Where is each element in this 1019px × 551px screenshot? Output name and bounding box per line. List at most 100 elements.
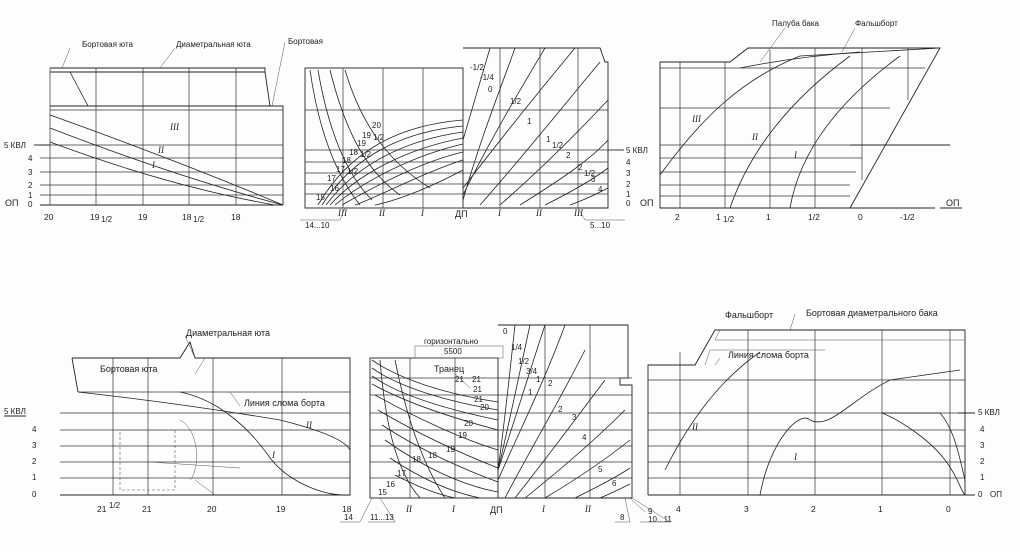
bp2-buttock-1-fwd: I <box>541 504 546 514</box>
label-bortovaya-diametralnogo-baka: Бортовая диаметрального бака <box>806 308 938 318</box>
label-bortovaya: Бортовая <box>288 37 323 46</box>
bow2-level-3: 3 <box>980 441 985 450</box>
bottom-left-stern-profile: Диаметральная юта Бортовая юта Линия сло… <box>4 328 352 514</box>
bp-buttock-3-fwd: III <box>573 208 584 218</box>
station-20: 20 <box>44 212 54 222</box>
bp2-aft-18: 18 <box>412 455 421 464</box>
bp-level-0: 0 <box>626 199 631 208</box>
bottom-right-bow-profile: Фальшборт Бортовая диаметрального бака Л… <box>647 308 1002 514</box>
bp2-aft-21: 21 <box>474 395 483 404</box>
label-falshbort-bottom: Фальшборт <box>725 310 773 320</box>
label-falshbort-top: Фальшборт <box>855 19 898 28</box>
label-liniya-sloma-right: Линия слома борта <box>728 350 809 360</box>
bp-buttock-1-aft: I <box>420 208 425 218</box>
bow-buttock-2: II <box>751 132 759 142</box>
bow2-level-2: 2 <box>980 457 985 466</box>
bow2-station-3: 3 <box>744 504 749 514</box>
bow2-station-0: 0 <box>946 504 951 514</box>
bp2-aft-17: 17 <box>397 469 406 478</box>
stern2-station-18: 18 <box>342 504 352 514</box>
bp2-range-10-11: 10...11 <box>648 515 672 524</box>
level-2: 2 <box>28 181 33 190</box>
stern2-station-21-half-frac: 1/2 <box>109 501 121 510</box>
buttock-label-2: II <box>157 145 165 155</box>
aft-section-19-half: 19 <box>362 131 371 140</box>
bp2-aft-19-5: 19 <box>458 431 467 440</box>
bp2-aft-21-5: 21 <box>472 375 481 384</box>
bp-level-4: 4 <box>626 158 631 167</box>
bp-level-2: 2 <box>626 180 631 189</box>
station-18-half-frac: 1/2 <box>193 215 205 224</box>
fwd-section-4: 4 <box>598 185 603 194</box>
bp2-fwd-half: 1/2 <box>518 357 530 366</box>
aft-section-18: 18 <box>342 156 351 165</box>
bp-range-fwd: 5...10 <box>590 221 611 230</box>
bp2-fwd-quarter: 1/4 <box>511 343 523 352</box>
bp2-aft-20-5: 20 <box>480 403 489 412</box>
stern2-level-4: 4 <box>32 425 37 434</box>
station-19-half-frac: 1/2 <box>101 215 113 224</box>
bp-buttock-1-fwd: I <box>497 208 502 218</box>
aft-section-17-half: 17 <box>336 165 345 174</box>
bow2-level-0: 0 <box>978 490 983 499</box>
bow-buttock-3: III <box>691 114 702 124</box>
stern2-level-0: 0 <box>32 490 37 499</box>
label-bortovaya-yuta: Бортовая юта <box>82 40 134 49</box>
fwd-section-1-half-frac: 1/2 <box>552 141 564 150</box>
kvl-label: 5 КВЛ <box>4 141 26 150</box>
bow-station-1: 1 <box>766 212 771 222</box>
stern2-level-3: 3 <box>32 441 37 450</box>
bp-buttock-2-aft: II <box>378 208 386 218</box>
bow-station-1-half-frac: 1/2 <box>723 215 735 224</box>
stern2-station-21: 21 <box>142 504 152 514</box>
stern2-level-2: 2 <box>32 457 37 466</box>
bp2-range-14: 14 <box>344 513 353 522</box>
bow-station-2: 2 <box>675 212 680 222</box>
label-liniya-sloma-left: Линия слома борта <box>244 398 325 408</box>
bp2-buttock-1-aft: I <box>451 504 456 514</box>
fwd-section-3: 3 <box>591 175 596 184</box>
label-paluba-baka: Палуба бака <box>772 19 820 28</box>
bp2-aft-16: 16 <box>386 480 395 489</box>
label-diametralnaya-yuta: Диаметральная юта <box>176 40 251 49</box>
bp2-fwd-0: 0 <box>503 327 508 336</box>
bp2-aft-18-5: 18 <box>428 451 437 460</box>
aft-section-15: 15 <box>316 193 325 202</box>
aft-section-16: 16 <box>330 184 339 193</box>
station-18-half: 18 <box>182 212 192 222</box>
buttock-label-3: III <box>169 122 180 132</box>
fwd-section-minus-half: -1/2 <box>470 63 484 72</box>
bp-centerline: ДП <box>455 209 468 219</box>
bow2-kvl: 5 КВЛ <box>978 408 1000 417</box>
bp2-range-8: 8 <box>620 513 625 522</box>
bow2-station-2: 2 <box>811 504 816 514</box>
bp-op: ОП <box>640 198 653 208</box>
bp2-fwd-1-half: 1 <box>528 388 533 397</box>
label-dim-5500: 5500 <box>444 347 462 356</box>
aft-section-17: 17 <box>327 174 336 183</box>
bow2-buttock-2: II <box>691 422 699 432</box>
aft-section-18-half: 18 <box>349 148 358 157</box>
bp2-fwd-2: 2 <box>548 379 553 388</box>
bp2-aft-21-6: 21 <box>455 375 464 384</box>
bow-station-half: 1/2 <box>808 212 820 222</box>
bp-buttock-3-aft: III <box>337 208 348 218</box>
label-diametralnaya-yuta-2: Диаметральная юта <box>186 328 270 338</box>
stern2-level-1: 1 <box>32 473 37 482</box>
bp2-range-11-13: 11...13 <box>370 513 394 522</box>
label-tranets: Транец <box>434 364 464 374</box>
bp2-fwd-5: 5 <box>598 465 603 474</box>
level-1: 1 <box>28 191 33 200</box>
bp2-fwd-3: 3 <box>572 413 577 422</box>
label-bortovaya-yuta-2: Бортовая юта <box>100 364 157 374</box>
fwd-section-0: 0 <box>488 85 493 94</box>
bp2-fwd-4: 4 <box>582 433 587 442</box>
bow2-op: ОП <box>990 490 1002 499</box>
stern2-station-19: 19 <box>276 504 286 514</box>
aft-section-18-half-frac: 1/2 <box>360 150 372 159</box>
bow-station-1-half: 1 <box>716 212 721 222</box>
op-label: ОП <box>5 198 18 208</box>
bow-station-minus-half: -1/2 <box>900 212 915 222</box>
level-0: 0 <box>28 200 33 209</box>
